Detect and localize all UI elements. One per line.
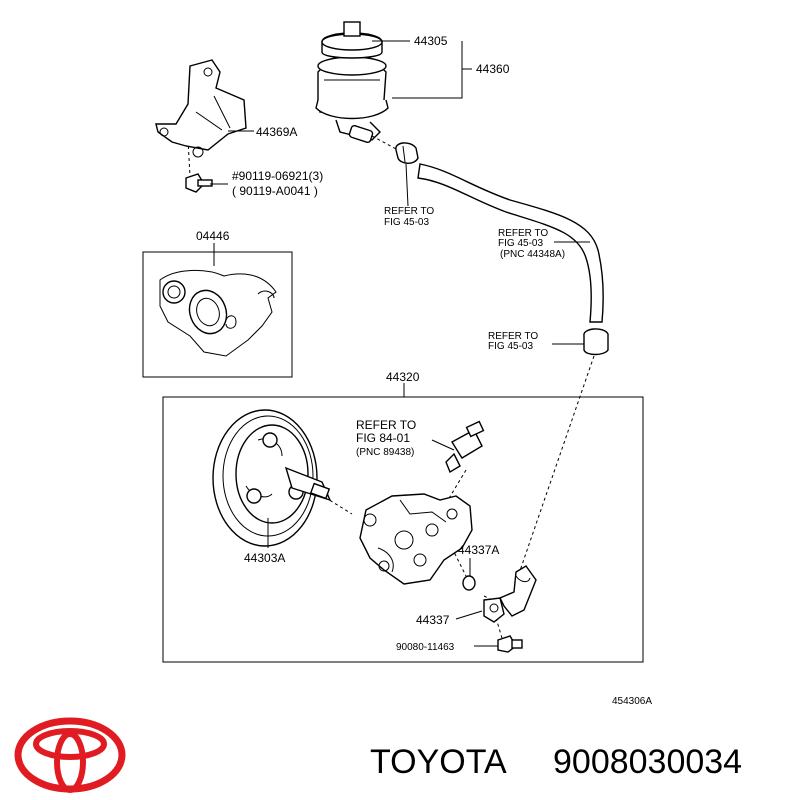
- brand-name: TOYOTA: [370, 743, 507, 781]
- ref2-line2: FIG 45-03: [498, 238, 543, 249]
- repair-kit-illustration: [142, 251, 293, 378]
- ref1-line1: REFER TO: [384, 206, 434, 217]
- label-cap-gasket: 44305: [414, 34, 448, 48]
- label-bolt-1: #90119-06921(3): [232, 169, 323, 183]
- label-reservoir: 44360: [476, 62, 510, 76]
- ref2-line1: REFER TO: [498, 228, 548, 239]
- diagram-id: 454306A: [612, 696, 652, 707]
- union-fitting-illustration: [483, 565, 537, 623]
- union-bolt-illustration: [497, 635, 523, 653]
- oring-illustration: [462, 575, 476, 591]
- pump-body-illustration: [359, 493, 473, 585]
- label-oring: 44337A: [458, 543, 499, 557]
- bracket-bolt-illustration: [185, 173, 213, 193]
- label-leaders: [210, 40, 590, 647]
- ref4-line1: REFER TO: [356, 418, 416, 432]
- label-pulley: 44303A: [244, 551, 285, 565]
- label-union: 44337: [416, 613, 450, 627]
- bracket-illustration: [155, 59, 247, 158]
- return-hose: [417, 163, 609, 356]
- hose-clamp-upper: [395, 142, 419, 164]
- pump-assembly-frame: [162, 396, 644, 663]
- label-bracket: 44369A: [256, 125, 297, 139]
- toyota-logo-icon: [14, 717, 126, 793]
- pressure-switch-illustration: [445, 420, 485, 474]
- ref4-line3: (PNC 89438): [356, 447, 414, 458]
- ref4-line2: FIG 84-01: [356, 431, 410, 445]
- reservoir-illustration: [315, 21, 389, 144]
- label-union-bolt: 90080-11463: [396, 642, 455, 653]
- ref3-line1: REFER TO: [488, 331, 538, 342]
- label-pump-assy: 44320: [386, 370, 420, 384]
- pulley-illustration: [212, 409, 332, 547]
- ref3-line2: FIG 45-03: [488, 341, 533, 352]
- label-bolt-2: ( 90119-A0041 ): [232, 184, 318, 198]
- label-repair-kit: 04446: [196, 229, 230, 243]
- brand-part-number: 9008030034: [553, 743, 742, 781]
- ref2-line3: (PNC 44348A): [500, 249, 565, 260]
- ref1-line2: FIG 45-03: [384, 217, 429, 228]
